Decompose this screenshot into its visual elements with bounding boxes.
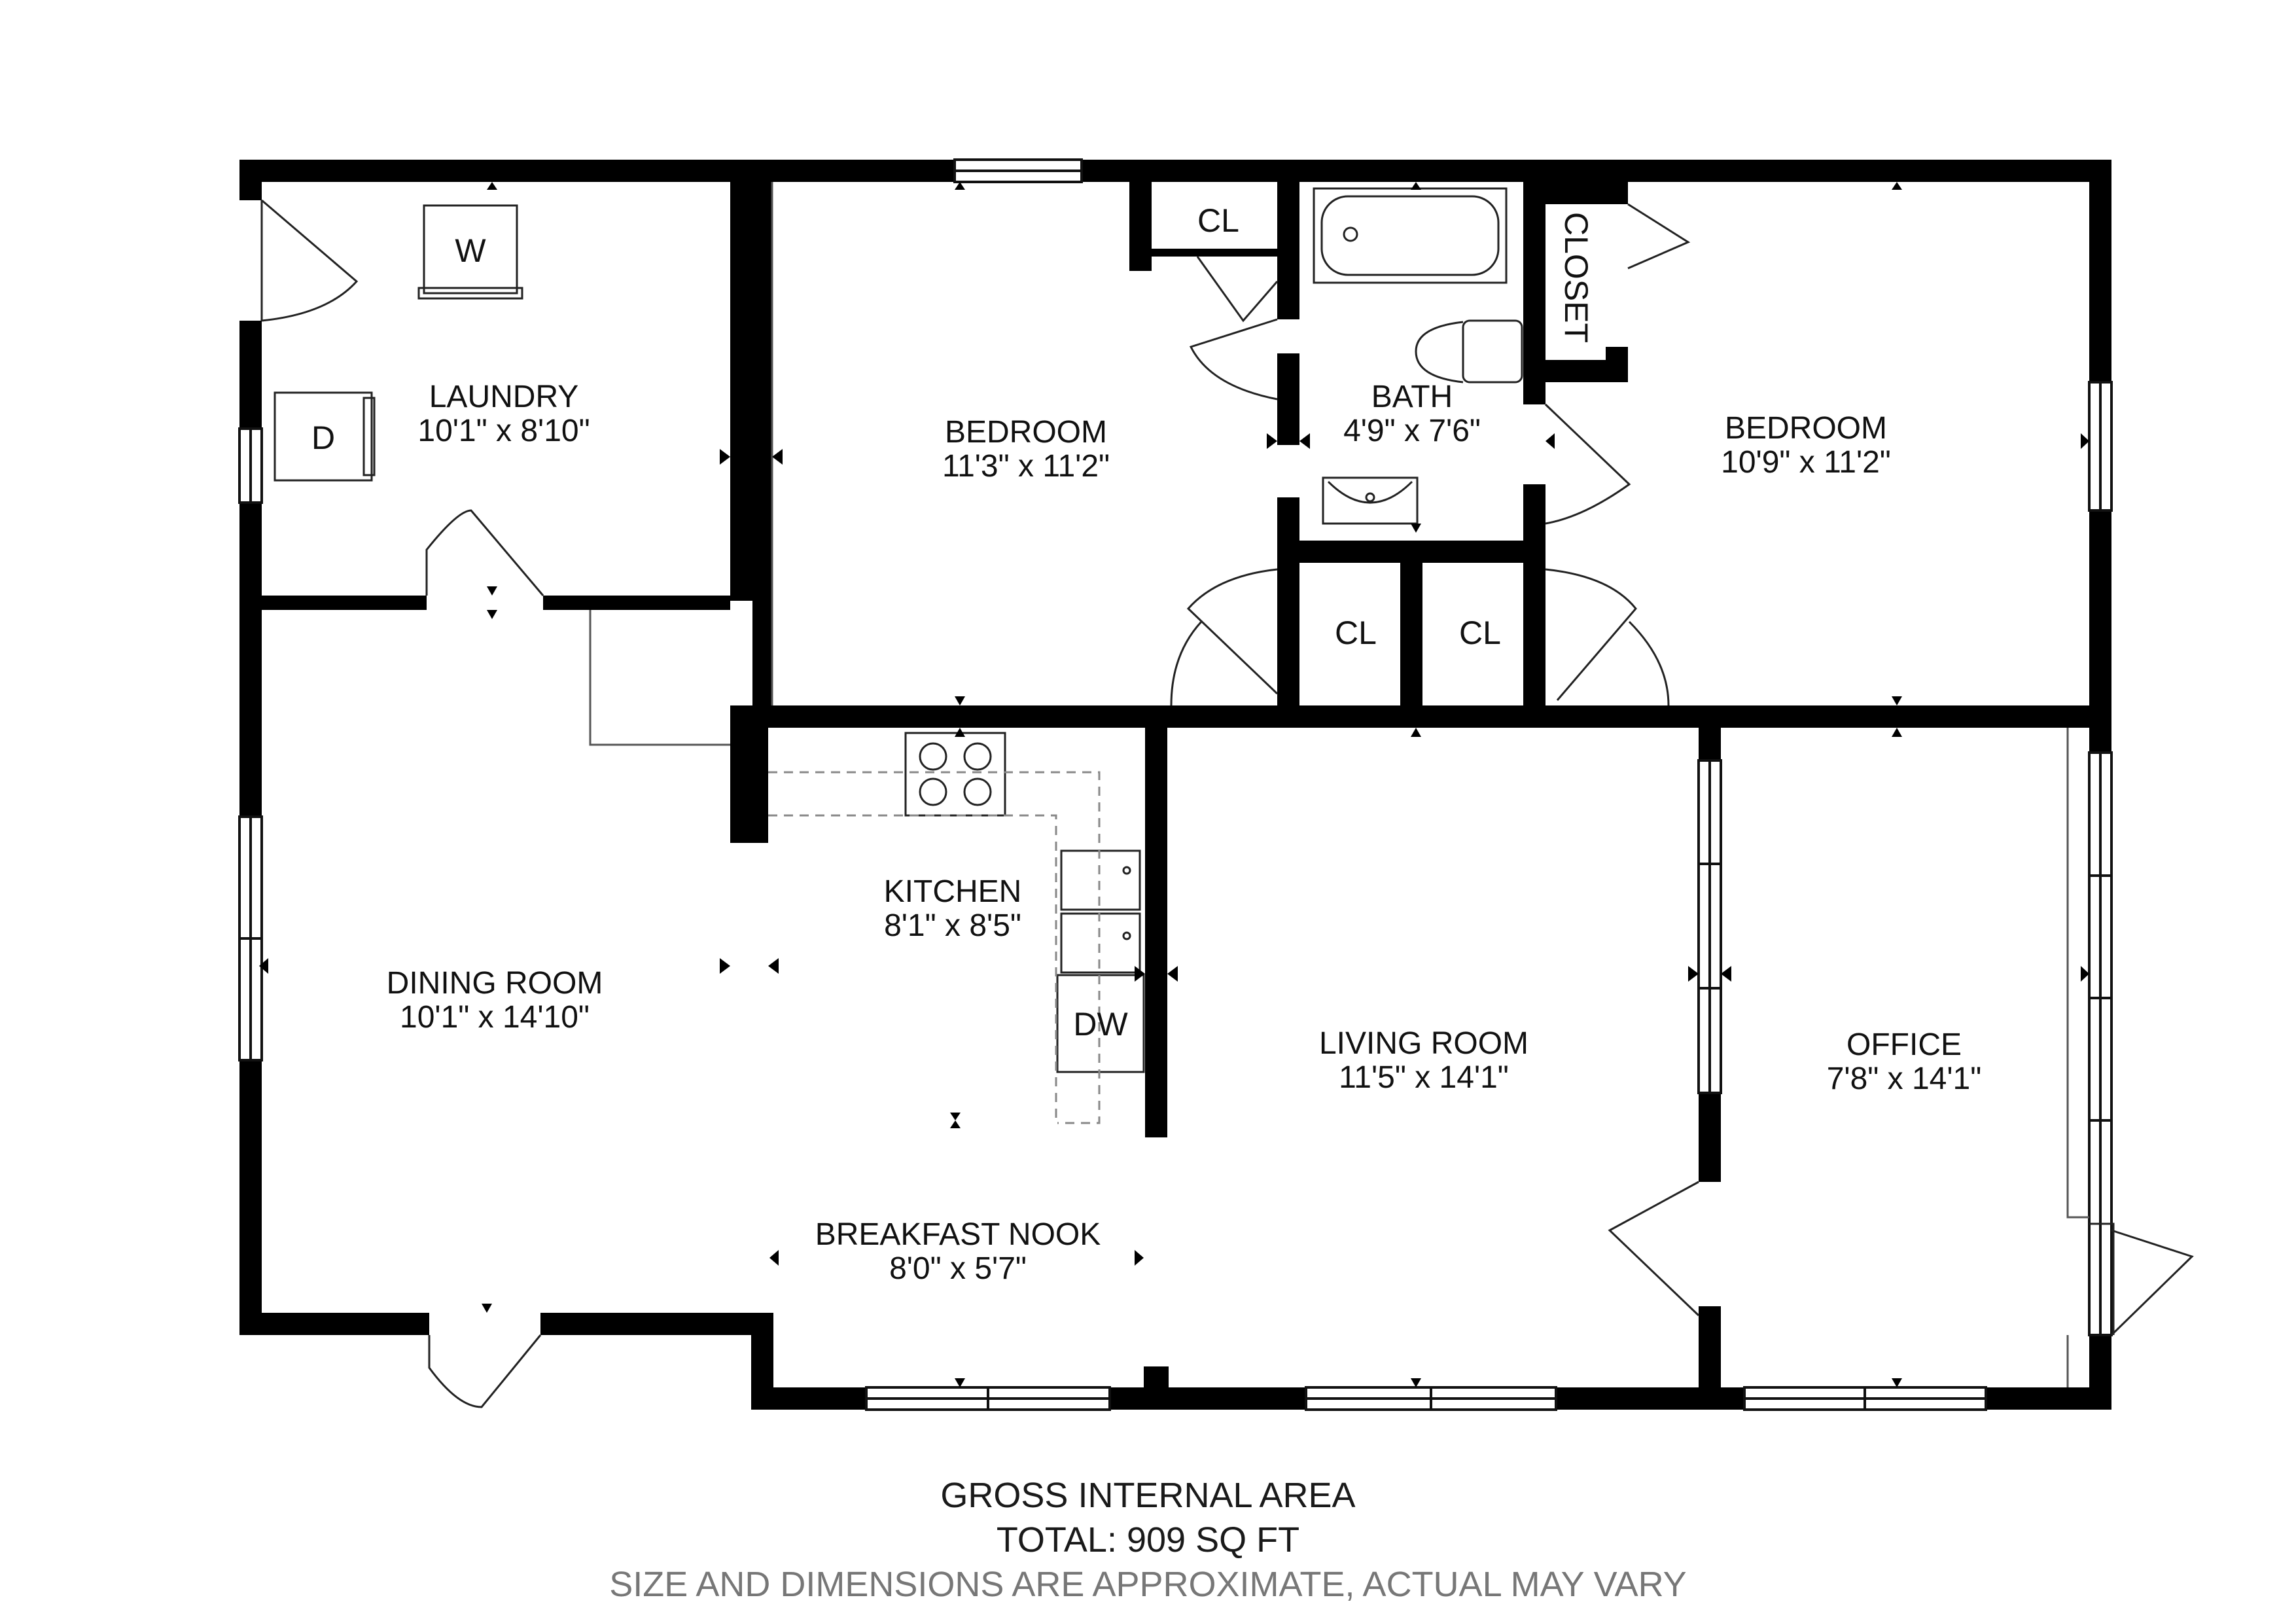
windows: [238, 158, 2113, 1411]
appliance-labels: W D DW: [311, 232, 1129, 1043]
nook-dims: 8'0" x 5'7": [889, 1251, 1027, 1286]
closet-labels: CL CL CL CLOSET: [1197, 202, 1595, 651]
living-name: LIVING ROOM: [1319, 1026, 1528, 1061]
cl-top-label: CL: [1197, 202, 1239, 239]
office-name: OFFICE: [1846, 1027, 1962, 1062]
dining-name: DINING ROOM: [387, 966, 603, 1001]
footer-gross-area: GROSS INTERNAL AREA: [940, 1476, 1356, 1515]
cl-mid-left-label: CL: [1335, 615, 1377, 651]
bath-dims: 4'9" x 7'6": [1343, 414, 1481, 448]
dimension-markers: [259, 182, 2089, 1387]
footer-disclaimer: SIZE AND DIMENSIONS ARE APPROXIMATE, ACT…: [609, 1565, 1687, 1604]
footer-total: TOTAL: 909 SQ FT: [996, 1520, 1300, 1560]
dining-dims: 10'1" x 14'10": [400, 1000, 590, 1035]
kitchen-dims: 8'1" x 8'5": [884, 908, 1021, 943]
interior-walls: [262, 182, 2111, 1410]
office-dims: 7'8" x 14'1": [1827, 1061, 1982, 1096]
doors: [260, 199, 2194, 1408]
kitchen-counter: [768, 771, 1101, 1124]
nook-name: BREAKFAST NOOK: [815, 1217, 1101, 1252]
bedroom-right-name: BEDROOM: [1725, 411, 1887, 446]
fixtures: [274, 187, 1523, 1073]
living-dims: 11'5" x 14'1": [1339, 1060, 1509, 1095]
closet-vertical-label: CLOSET: [1558, 212, 1595, 343]
bedroom-right-dims: 10'9" x 11'2": [1721, 445, 1891, 480]
laundry-dims: 10'1" x 8'10": [417, 414, 590, 448]
kitchen-name: KITCHEN: [884, 874, 1022, 909]
cl-mid-right-label: CL: [1459, 615, 1501, 651]
outline-lines: [589, 182, 2089, 1387]
dishwasher-label: DW: [1073, 1006, 1128, 1043]
bedroom-left-dims: 11'3" x 11'2": [942, 449, 1110, 484]
laundry-name: LAUNDRY: [429, 380, 579, 414]
exterior-walls: [239, 160, 2111, 1410]
bath-name: BATH: [1371, 380, 1453, 414]
bedroom-left-name: BEDROOM: [945, 415, 1107, 450]
washer-label: W: [455, 232, 486, 269]
room-labels: LAUNDRY 10'1" x 8'10" BEDROOM 11'3" x 11…: [387, 380, 1982, 1286]
dryer-label: D: [311, 419, 335, 456]
